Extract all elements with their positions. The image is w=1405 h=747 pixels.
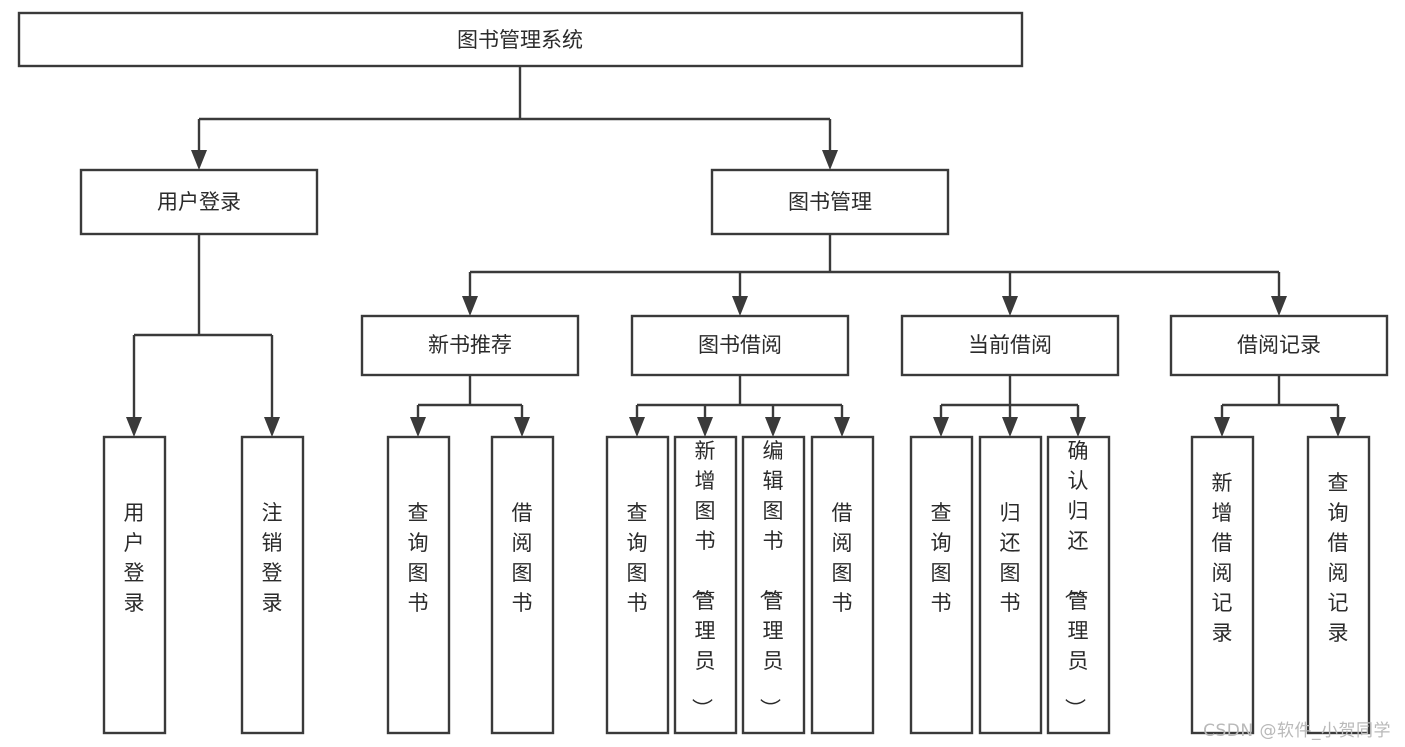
node-leaf-borrow-book-1-label: 借阅图书 [512,501,533,615]
arrow-head-book-management [822,150,838,170]
node-book-management-box[interactable] [710,168,950,236]
node-leaf-query-book-1-box[interactable] [386,435,451,735]
node-leaf-edit-book-label: 编辑图书（管理员） [758,439,784,719]
node-root-box[interactable] [17,11,1024,68]
arrow-head-leaf-confirm-return [1070,417,1086,437]
node-leaf-query-book-2-box[interactable] [605,435,670,735]
node-leaf-add-book[interactable]: 新增图书（管理员） [673,435,738,735]
arrow-head-leaf-edit-book [765,417,781,437]
node-leaf-query-book-3-box[interactable] [909,435,974,735]
node-leaf-add-record-box[interactable] [1190,435,1255,735]
arrow-head-book-borrow [732,296,748,316]
node-leaf-logout[interactable]: 注销登录 [240,435,305,735]
arrow-head-leaf-return-book [1002,417,1018,437]
node-leaf-query-record[interactable]: 查询借阅记录 [1306,435,1371,735]
node-new-book-recommend-label: 新书推荐 [428,333,512,357]
node-new-book-recommend-box[interactable] [360,314,580,377]
arrow-head-current-borrow [1002,296,1018,316]
node-leaf-borrow-book-2-label: 借阅图书 [832,501,853,615]
node-leaf-user-login-box[interactable] [102,435,167,735]
node-leaf-query-record-label: 查询借阅记录 [1328,471,1349,645]
node-leaf-edit-book[interactable]: 编辑图书（管理员） [741,435,806,735]
node-leaf-user-login[interactable]: 用户登录 [102,435,167,735]
node-leaf-query-book-2[interactable]: 查询图书 [605,435,670,735]
node-leaf-query-record-box[interactable] [1306,435,1371,735]
node-leaf-add-book-label: 新增图书（管理员） [690,439,716,719]
node-current-borrow[interactable]: 当前借阅 [900,314,1120,377]
node-leaf-return-book-label: 归还图书 [1000,501,1021,615]
arrow-head-leaf-user-login [126,417,142,437]
node-leaf-add-book-box[interactable] [673,435,738,735]
arrow-head-leaf-query-book-3 [933,417,949,437]
arrow-head-leaf-add-book [697,417,713,437]
arrow-head-user-login [191,150,207,170]
node-leaf-borrow-book-2[interactable]: 借阅图书 [810,435,875,735]
node-book-management[interactable]: 图书管理 [710,168,950,236]
arrow-head-leaf-query-book-2 [629,417,645,437]
node-leaf-add-record-label: 新增借阅记录 [1212,471,1233,645]
node-leaf-return-book-box[interactable] [978,435,1043,735]
node-book-borrow-label: 图书借阅 [698,333,782,357]
node-book-management-label: 图书管理 [788,190,872,214]
arrow-head-new-book-recommend [462,296,478,316]
node-root[interactable]: 图书管理系统 [17,11,1024,68]
node-current-borrow-label: 当前借阅 [968,333,1052,357]
node-leaf-user-login-label: 用户登录 [124,501,145,615]
node-book-borrow-box[interactable] [630,314,850,377]
node-leaf-query-book-3[interactable]: 查询图书 [909,435,974,735]
node-leaf-borrow-book-1[interactable]: 借阅图书 [490,435,555,735]
node-user-login-label: 用户登录 [157,190,241,214]
node-leaf-query-book-3-label: 查询图书 [931,501,952,615]
node-leaf-add-record[interactable]: 新增借阅记录 [1190,435,1255,735]
arrow-head-leaf-query-record [1330,417,1346,437]
node-root-label: 图书管理系统 [457,28,583,52]
node-current-borrow-box[interactable] [900,314,1120,377]
node-book-borrow[interactable]: 图书借阅 [630,314,850,377]
node-new-book-recommend[interactable]: 新书推荐 [360,314,580,377]
arrow-head-leaf-borrow-book-2 [834,417,850,437]
arrow-head-leaf-add-record [1214,417,1230,437]
node-leaf-borrow-book-1-box[interactable] [490,435,555,735]
node-leaf-query-book-1-label: 查询图书 [408,501,429,615]
arrow-head-borrow-record [1271,296,1287,316]
connector-layer [126,67,1346,437]
node-leaf-logout-label: 注销登录 [262,501,283,615]
node-leaf-query-book-1[interactable]: 查询图书 [386,435,451,735]
node-borrow-record-box[interactable] [1169,314,1389,377]
node-borrow-record[interactable]: 借阅记录 [1169,314,1389,377]
arrow-head-leaf-query-book-1 [410,417,426,437]
arrow-head-leaf-logout [264,417,280,437]
node-leaf-logout-box[interactable] [240,435,305,735]
node-user-login-box[interactable] [79,168,319,236]
node-borrow-record-label: 借阅记录 [1237,333,1321,357]
node-leaf-query-book-2-label: 查询图书 [627,501,648,615]
node-leaf-confirm-return-label: 确认归还（管理员） [1063,439,1089,719]
node-user-login[interactable]: 用户登录 [79,168,319,236]
node-leaf-return-book[interactable]: 归还图书 [978,435,1043,735]
node-leaf-edit-book-box[interactable] [741,435,806,735]
node-leaf-confirm-return[interactable]: 确认归还（管理员） [1046,435,1111,735]
node-leaf-confirm-return-box[interactable] [1046,435,1111,735]
arrow-head-leaf-borrow-book-1 [514,417,530,437]
node-leaf-borrow-book-2-box[interactable] [810,435,875,735]
